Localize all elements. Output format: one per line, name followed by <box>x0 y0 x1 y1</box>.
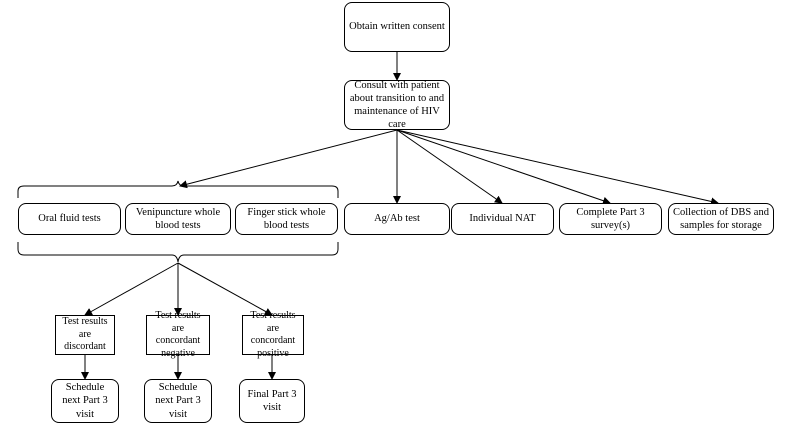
arrow-to-discordant <box>84 262 179 316</box>
node-venipuncture-tests: Venipuncture whole blood tests <box>125 203 231 235</box>
arrow-consult-to-survey <box>396 129 611 205</box>
node-results-discordant: Test results are discordant <box>55 315 115 355</box>
arrow-consult-to-nat <box>396 129 503 204</box>
node-complete-survey: Complete Part 3 survey(s) <box>559 203 662 235</box>
top-brace <box>17 180 339 198</box>
node-oral-fluid-tests: Oral fluid tests <box>18 203 121 235</box>
bottom-brace <box>17 242 339 263</box>
node-finger-stick-tests: Finger stick whole blood tests <box>235 203 338 235</box>
node-schedule-next-visit-2: Schedule next Part 3 visit <box>144 379 212 423</box>
node-consult-patient: Consult with patient about transition to… <box>344 80 450 130</box>
arrow-to-concordant-positive <box>177 262 273 316</box>
node-agab-test: Ag/Ab test <box>344 203 450 235</box>
node-dbs-collection: Collection of DBS and samples for storag… <box>668 203 774 235</box>
arrow-consult-to-rapid-tests <box>179 129 398 189</box>
node-obtain-consent: Obtain written consent <box>344 2 450 52</box>
node-individual-nat: Individual NAT <box>451 203 554 235</box>
node-results-concordant-negative: Test results are concordant negative <box>146 310 210 359</box>
node-results-concordant-positive: Test results are concordant positive <box>242 310 304 359</box>
arrow-consult-to-dbs <box>396 129 719 206</box>
node-schedule-next-visit-1: Schedule next Part 3 visit <box>51 379 119 423</box>
node-final-visit: Final Part 3 visit <box>239 379 305 423</box>
